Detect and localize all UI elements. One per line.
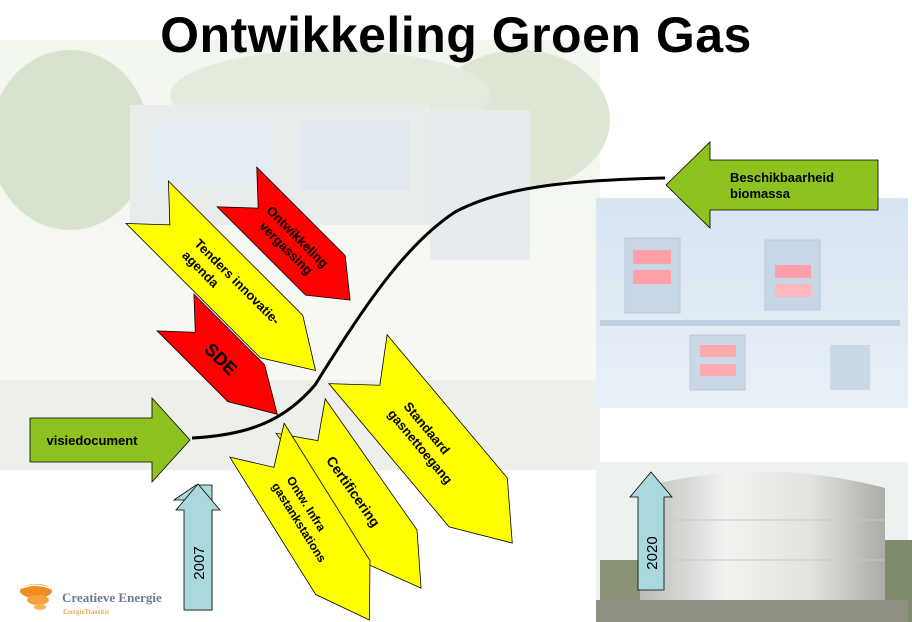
label-2007: 2007 (191, 546, 208, 579)
label-biomassa: biomassa (730, 186, 791, 201)
slide-title: Ontwikkeling Groen Gas (160, 7, 752, 63)
year-marker-2020: 2020 (629, 471, 673, 591)
label-2020: 2020 (644, 536, 661, 569)
arrow-sde: SDE (156, 293, 278, 415)
creatieve-energie-logo: Creatieve Energie EnergieTransitie (20, 584, 162, 616)
label-beschikbaarheid: Beschikbaarheid (730, 170, 834, 185)
arrow-visiedocument: visiedocument (29, 396, 191, 484)
photo-display-panel (596, 198, 908, 408)
logo-subtitle: EnergieTransitie (63, 608, 109, 616)
arrow-beschikbaarheid-biomassa: Beschikbaarheid biomassa (665, 141, 879, 229)
year-marker-2007: 2007 (172, 483, 221, 611)
logo-name: Creatieve Energie (62, 590, 162, 605)
label-visiedocument: visiedocument (46, 433, 138, 448)
arrow-ontw-infra-gastankstations: Ontw. Infra gastankstations (229, 422, 371, 621)
arrow-standaard-gasnettoegang: Standaard gasnettoegang (328, 333, 513, 544)
development-s-curve (191, 176, 666, 440)
logo-swirl-icon (20, 584, 53, 610)
